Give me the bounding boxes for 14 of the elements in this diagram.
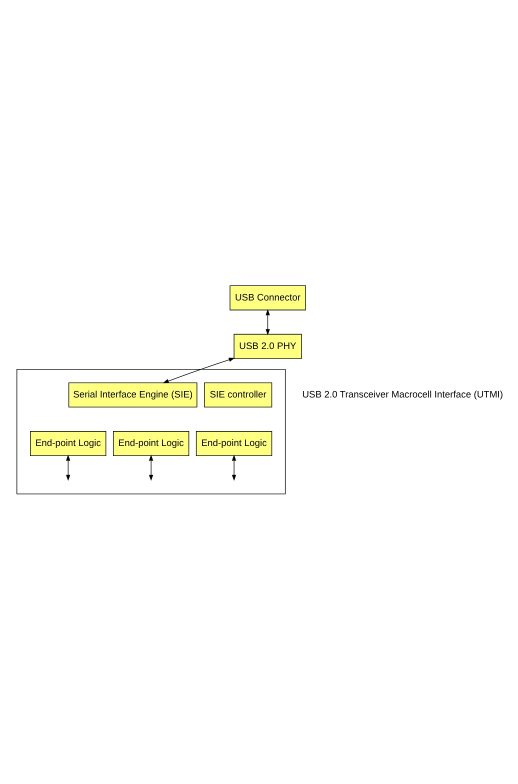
node-box: Serial Interface Engine (SIE) [68, 382, 198, 407]
arrow [66, 454, 70, 480]
cluster [16, 368, 286, 494]
node-box: USB Connector [230, 284, 306, 310]
arrow [162, 357, 235, 383]
label: USB 2.0 Transceiver Macrocell Interface (UTMI) [302, 388, 504, 400]
node-box: USB 2.0 PHY [234, 333, 302, 358]
arrow [148, 454, 154, 480]
arrow [266, 308, 270, 335]
node-box: SIE controller [204, 382, 272, 407]
node-box: End-point Logic [112, 430, 190, 456]
node-box: End-point Logic [196, 430, 272, 456]
node-box: End-point Logic [30, 430, 106, 456]
arrow [232, 454, 236, 480]
